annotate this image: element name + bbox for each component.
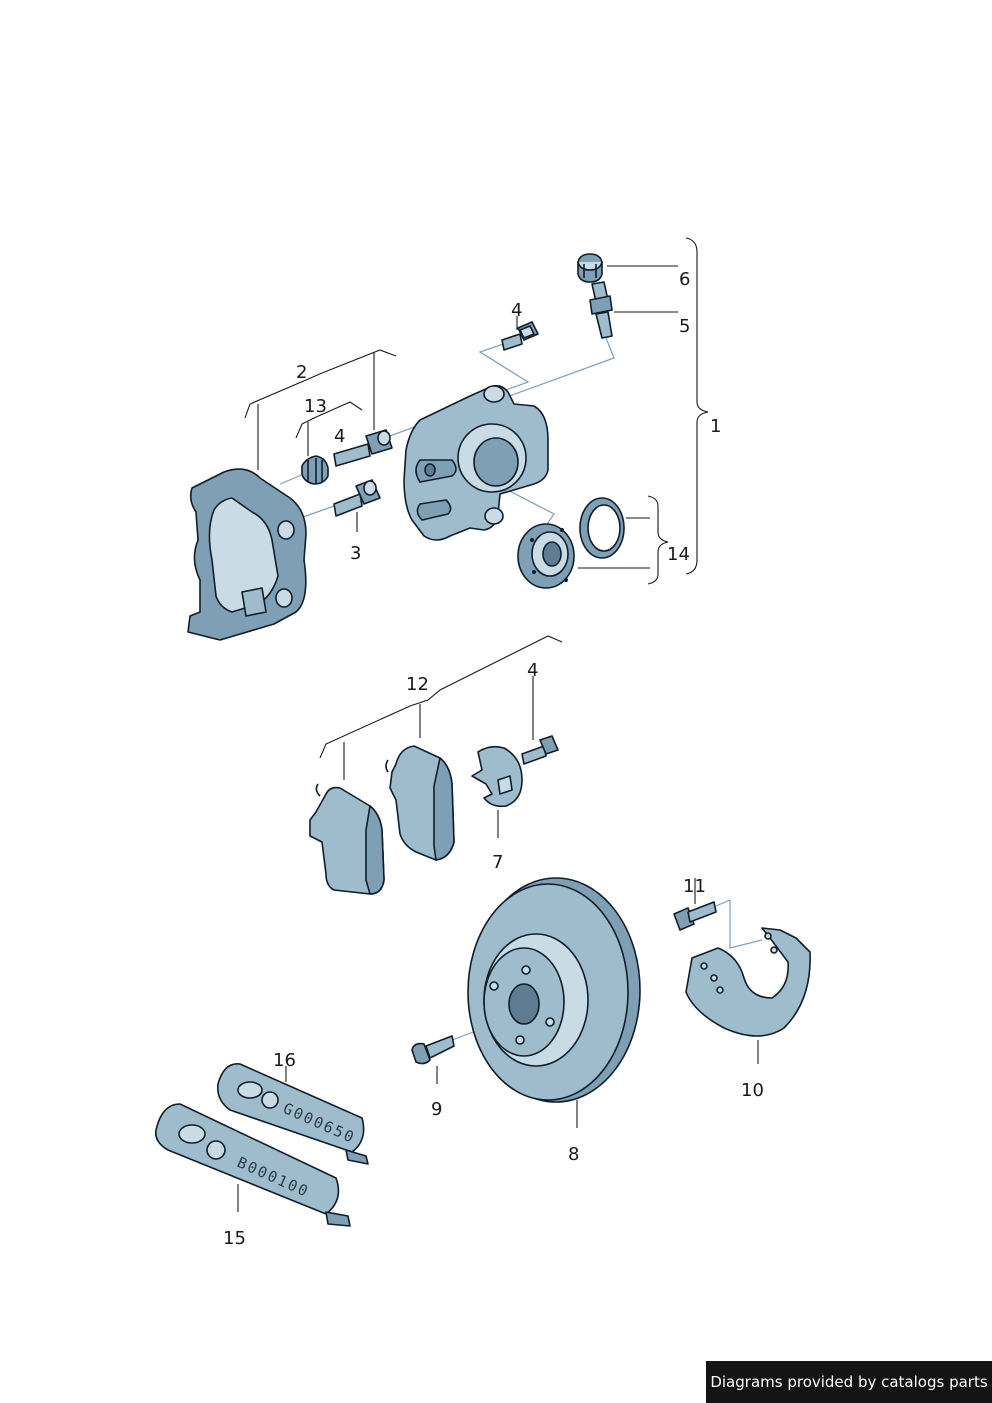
callout-5: 5 xyxy=(679,316,690,337)
callout-6: 6 xyxy=(679,269,690,290)
callout-14: 14 xyxy=(667,544,690,565)
callout-16: 16 xyxy=(273,1050,296,1071)
assembly-line-nipple xyxy=(503,337,615,399)
callout-12: 12 xyxy=(406,674,429,695)
attribution-footer: Diagrams provided by catalogs parts xyxy=(706,1361,992,1403)
assembly-line-bush xyxy=(279,473,305,485)
callout-4a: 4 xyxy=(511,300,522,321)
callout-4c: 4 xyxy=(527,660,538,681)
leader-13 xyxy=(295,401,363,439)
callout-4b: 4 xyxy=(334,426,345,447)
callout-8: 8 xyxy=(568,1144,579,1165)
brace-1 xyxy=(685,237,709,575)
callout-1: 1 xyxy=(710,416,721,437)
callout-3: 3 xyxy=(350,543,361,564)
part-13-guide-bush xyxy=(301,455,329,485)
callout-7: 7 xyxy=(492,852,503,873)
part-4-bolt-top xyxy=(501,321,539,351)
part-6-dust-cap xyxy=(577,253,603,283)
assembly-line-bolt-3 xyxy=(299,503,341,519)
callout-2: 2 xyxy=(296,362,307,383)
part-12-brake-pads xyxy=(309,745,455,895)
callout-10: 10 xyxy=(741,1080,764,1101)
callout-11: 11 xyxy=(683,876,706,897)
part-14-hub-bearing xyxy=(517,523,575,589)
assembly-line-bolt-11 xyxy=(715,899,763,949)
attribution-text: Diagrams provided by catalogs parts xyxy=(710,1373,988,1391)
part-4-guide-pin xyxy=(333,429,393,467)
part-8-brake-disc xyxy=(467,877,641,1103)
callout-numbers: 1 2 3 4 4 4 5 6 7 8 9 10 11 12 13 14 15 … xyxy=(223,269,764,1249)
part-10-splash-guard xyxy=(685,927,811,1037)
part-4-bolt-middle xyxy=(521,735,559,765)
part-14-seal-ring xyxy=(579,497,625,559)
leader-2 xyxy=(244,349,397,419)
part-5-bleed-valve xyxy=(589,281,613,339)
callout-13: 13 xyxy=(304,396,327,417)
callout-15: 15 xyxy=(223,1228,246,1249)
part-1-caliper-housing xyxy=(403,384,549,541)
part-11-bolt xyxy=(673,901,717,931)
part-9-disc-screw xyxy=(411,1035,455,1065)
part-2-caliper-carrier xyxy=(187,468,307,641)
leader-lines xyxy=(237,237,759,1212)
callout-9: 9 xyxy=(431,1099,442,1120)
part-7-heat-shield xyxy=(471,745,523,808)
brace-14 xyxy=(647,495,669,585)
part-3-bolt xyxy=(333,479,381,517)
leader-12 xyxy=(319,635,563,759)
